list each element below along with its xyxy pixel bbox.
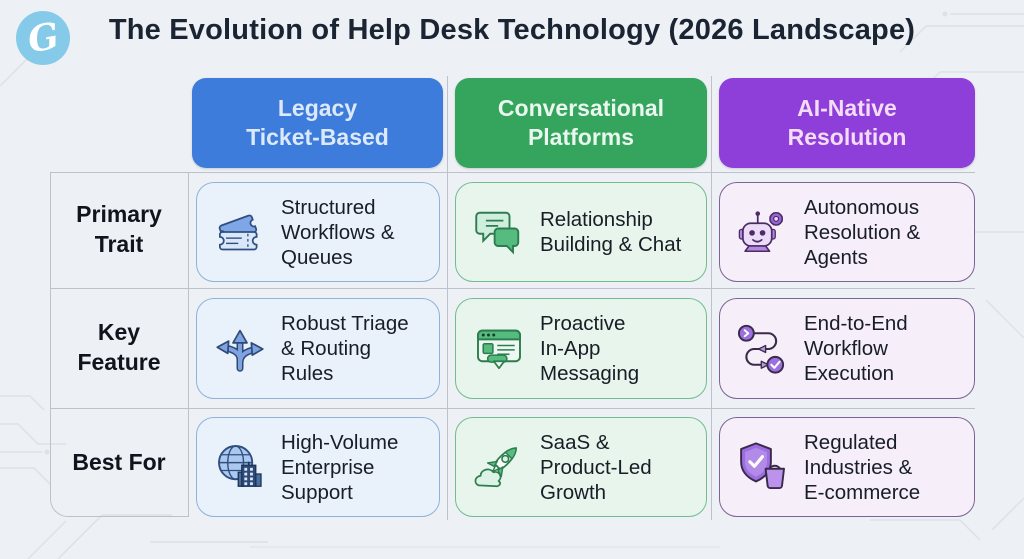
column-header-legacy-ticket-based: Legacy Ticket-Based xyxy=(192,78,443,168)
tickets-icon xyxy=(212,204,268,260)
shield-bag-icon xyxy=(735,439,791,495)
column-header-conversational-platforms: Conversational Platforms xyxy=(455,78,707,168)
cell-key-feature-legacy: Robust Triage & Routing Rules xyxy=(196,298,440,399)
cell-text: Structured Workflows & Queues xyxy=(281,195,395,269)
chat-bubbles-icon xyxy=(471,204,527,260)
globe-building-icon xyxy=(212,439,268,495)
row-label-key-feature: Key Feature xyxy=(77,319,161,375)
cell-text: Relationship Building & Chat xyxy=(540,208,682,256)
grid-line-horizontal xyxy=(50,172,975,173)
cell-text: SaaS & Product-Led Growth xyxy=(540,430,652,504)
cell-primary-trait-conversational: Relationship Building & Chat xyxy=(455,182,707,282)
cell-key-feature-ai: End-to-End Workflow Execution xyxy=(719,298,975,399)
robot-gear-icon xyxy=(735,204,791,260)
cell-best-for-legacy: High-Volume Enterprise Support xyxy=(196,417,440,517)
cell-text: High-Volume Enterprise Support xyxy=(281,430,399,504)
row-label-column-outline xyxy=(50,172,188,517)
grid-line-horizontal xyxy=(50,408,975,409)
cell-text: Proactive In-App Messaging xyxy=(540,312,640,385)
grid-line-vertical xyxy=(711,76,712,520)
cell-text: Autonomous Resolution & Agents xyxy=(804,195,921,269)
grid-line-vertical xyxy=(447,76,448,520)
cell-text: Robust Triage & Routing Rules xyxy=(281,312,409,385)
page-title: The Evolution of Help Desk Technology (2… xyxy=(108,14,916,46)
cell-text: Regulated Industries & E-commerce xyxy=(804,430,921,504)
cell-text: End-to-End Workflow Execution xyxy=(804,312,908,385)
grid-line-horizontal xyxy=(50,288,975,289)
workflow-icon xyxy=(735,321,791,377)
cell-best-for-conversational: SaaS & Product-Led Growth xyxy=(455,417,707,517)
row-label-best-for: Best For xyxy=(72,448,166,475)
cell-best-for-ai: Regulated Industries & E-commerce xyxy=(719,417,975,517)
column-header-ai-native-resolution: AI-Native Resolution xyxy=(719,78,975,168)
rocket-icon xyxy=(471,439,527,495)
row-label-primary-trait: Primary Trait xyxy=(76,201,162,257)
grid-line-vertical xyxy=(188,172,189,517)
branching-arrows-icon xyxy=(212,321,268,377)
cell-key-feature-conversational: Proactive In-App Messaging xyxy=(455,298,707,399)
browser-message-icon xyxy=(471,321,527,377)
cell-primary-trait-legacy: Structured Workflows & Queues xyxy=(196,182,440,282)
brand-logo: G xyxy=(16,11,70,65)
cell-primary-trait-ai: Autonomous Resolution & Agents xyxy=(719,182,975,282)
